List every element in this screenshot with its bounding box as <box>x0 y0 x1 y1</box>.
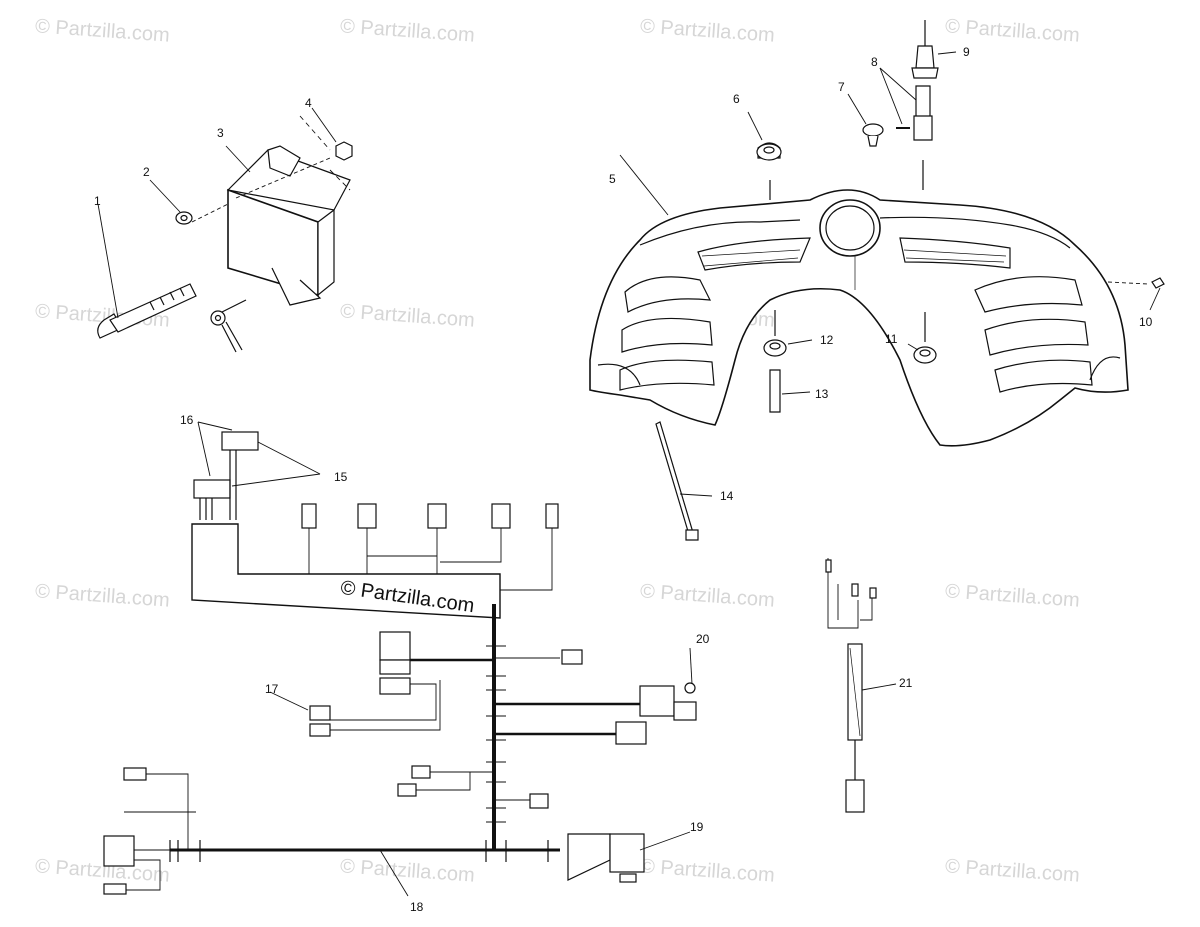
knob-part[interactable] <box>747 111 782 200</box>
callout-20: 20 <box>696 632 710 646</box>
screw-part[interactable] <box>1107 277 1165 311</box>
plug-part[interactable] <box>847 93 884 147</box>
switch-part[interactable] <box>879 67 933 190</box>
callout-19: 19 <box>690 820 704 834</box>
callout-1: 1 <box>94 194 101 208</box>
callout-11: 11 <box>885 332 898 346</box>
callout-6: 6 <box>733 92 740 106</box>
wiring-harness-part[interactable] <box>103 503 697 897</box>
bolt-part[interactable] <box>97 203 197 339</box>
callout-5: 5 <box>609 172 616 186</box>
callout-18: 18 <box>410 900 424 914</box>
callout-12: 12 <box>820 333 834 347</box>
indicator-light-part[interactable] <box>911 20 957 79</box>
sub-harness-part[interactable] <box>825 558 897 813</box>
callout-4: 4 <box>305 96 312 110</box>
callout-16: 16 <box>180 413 194 427</box>
cable-tie-part[interactable] <box>655 421 713 541</box>
callout-15: 15 <box>334 470 348 484</box>
pin-part[interactable] <box>769 369 811 413</box>
callout-13: 13 <box>815 387 829 401</box>
callout-8: 8 <box>871 55 878 69</box>
module-box-part[interactable] <box>210 115 351 353</box>
dash-panel-part[interactable] <box>589 154 1129 447</box>
grommet-part[interactable] <box>907 312 937 364</box>
washer-part[interactable] <box>149 179 237 225</box>
callout-17: 17 <box>265 682 279 696</box>
callout-14: 14 <box>720 489 734 503</box>
callout-9: 9 <box>963 45 970 59</box>
callout-10: 10 <box>1139 315 1153 329</box>
callout-2: 2 <box>143 165 150 179</box>
callout-21: 21 <box>899 676 913 690</box>
callout-3: 3 <box>217 126 224 140</box>
grommet-part[interactable] <box>763 310 813 357</box>
nut-part[interactable] <box>311 107 353 161</box>
relay-part[interactable] <box>193 421 321 520</box>
callout-7: 7 <box>838 80 845 94</box>
